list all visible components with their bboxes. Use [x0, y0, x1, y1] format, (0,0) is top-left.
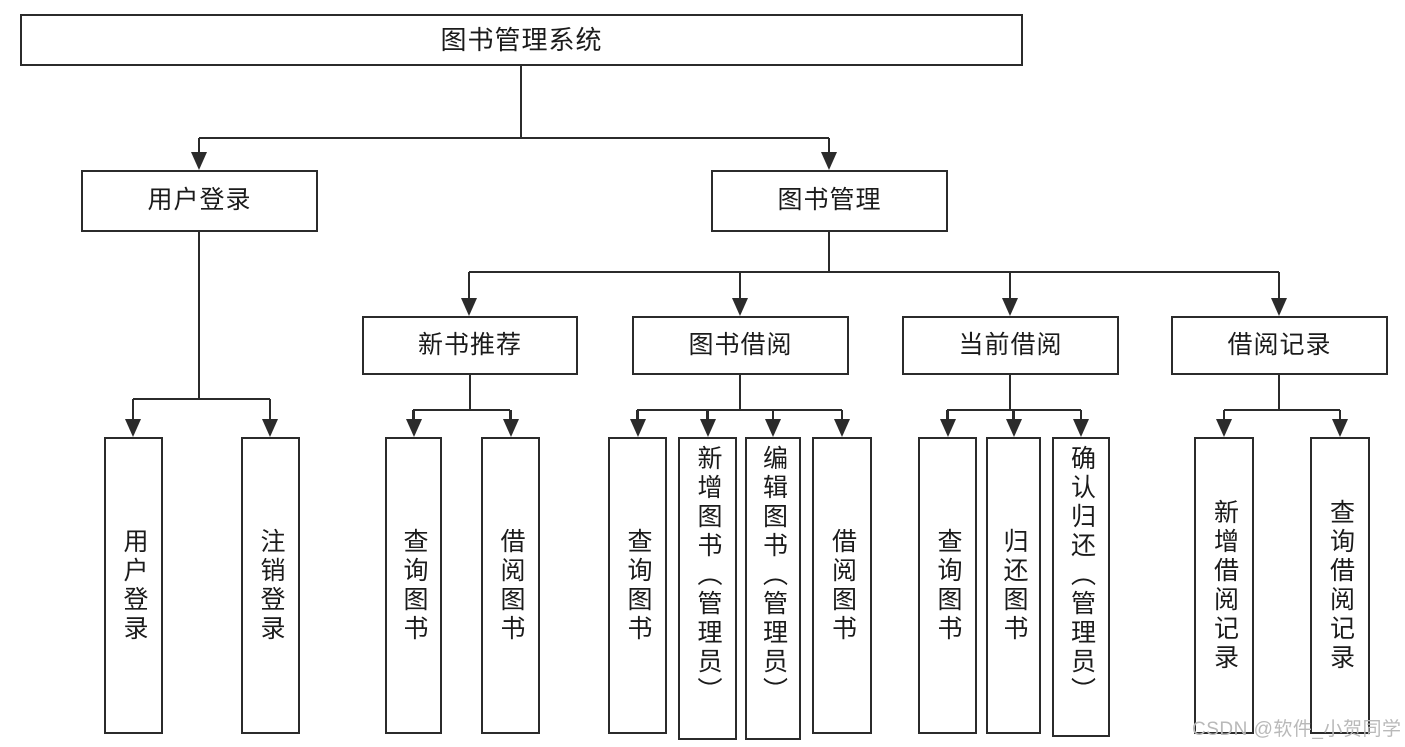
node-book-manage-label: 图书管理 [777, 186, 882, 215]
arrow-shaft [1008, 272, 1012, 298]
arrow-to-leaf [939, 419, 956, 437]
node-user-login[interactable]: 用户登录 [81, 170, 318, 232]
level3-bus-line [1224, 408, 1340, 412]
node-leaf-borrow-book-1[interactable]: 借阅图书 [481, 437, 540, 734]
level3-bus-line [637, 408, 842, 412]
arrow-to-leaf [1332, 419, 1348, 437]
node-leaf-query-book-1[interactable]: 查询图书 [385, 437, 442, 734]
arrow-to-leaf [405, 419, 422, 437]
arrow-to-level3 [1002, 298, 1018, 316]
root-drop-line [519, 66, 523, 138]
node-leaf-logout-label: 注销登录 [257, 527, 285, 644]
arrow-shaft [131, 399, 135, 419]
arrow-to-leaf [262, 419, 278, 437]
arrow-to-level3 [1271, 298, 1287, 316]
arrow-to-leaf [765, 419, 781, 437]
node-leaf-query-borrow-record-label: 查询借阅记录 [1326, 498, 1355, 673]
level3-drop-line [738, 375, 742, 410]
node-leaf-borrow-book-2[interactable]: 借阅图书 [812, 437, 872, 734]
node-root-label: 图书管理系统 [440, 24, 603, 55]
arrow-to-leaf [629, 419, 646, 437]
arrow-shaft [946, 410, 949, 419]
arrow-shaft [509, 410, 512, 419]
arrow-shaft [1222, 410, 1226, 419]
arrow-shaft [197, 138, 201, 152]
node-leaf-add-book-admin-label: 新增图书（管理员） [694, 445, 722, 706]
node-borrow-record[interactable]: 借阅记录 [1171, 316, 1388, 375]
node-current-borrow[interactable]: 当前借阅 [902, 316, 1119, 375]
level3-drop-line [1277, 375, 1281, 410]
arrow-to-leaf [834, 419, 850, 437]
arrow-shaft [1277, 272, 1281, 298]
node-leaf-add-borrow-record[interactable]: 新增借阅记录 [1194, 437, 1254, 734]
arrow-shaft [1338, 410, 1342, 419]
arrow-to-leaf [502, 419, 519, 437]
user-login-drop-line [197, 232, 201, 399]
node-user-login-label: 用户登录 [147, 186, 252, 215]
node-book-manage[interactable]: 图书管理 [711, 170, 948, 232]
node-leaf-query-book-3[interactable]: 查询图书 [918, 437, 977, 734]
node-leaf-query-book-2[interactable]: 查询图书 [608, 437, 667, 734]
arrow-to-level3 [732, 298, 748, 316]
node-new-book-rec[interactable]: 新书推荐 [362, 316, 578, 375]
node-leaf-add-book-admin[interactable]: 新增图书（管理员） [678, 437, 737, 740]
arrow-shaft [771, 410, 775, 419]
arrow-shaft [827, 138, 831, 152]
node-leaf-user-login-label: 用户登录 [120, 527, 148, 644]
node-leaf-return-book[interactable]: 归还图书 [986, 437, 1041, 734]
arrow-to-leaf [125, 419, 141, 437]
level3-drop-line [468, 375, 472, 410]
arrow-to-level3 [461, 298, 477, 316]
node-borrow-record-label: 借阅记录 [1227, 330, 1332, 359]
book-manage-bus-line [469, 270, 1279, 274]
node-leaf-query-book-2-label: 查询图书 [624, 527, 652, 644]
node-leaf-return-book-label: 归还图书 [1000, 527, 1028, 644]
node-leaf-logout[interactable]: 注销登录 [241, 437, 300, 734]
node-leaf-edit-book-admin-label: 编辑图书（管理员） [759, 445, 788, 706]
arrow-shaft [1012, 410, 1015, 419]
arrow-shaft [840, 410, 844, 419]
node-leaf-borrow-book-2-label: 借阅图书 [828, 527, 857, 644]
arrow-shaft [738, 272, 742, 298]
book-manage-drop-line [827, 232, 831, 272]
arrow-shaft [706, 410, 709, 419]
arrow-shaft [467, 272, 471, 298]
node-leaf-query-borrow-record[interactable]: 查询借阅记录 [1310, 437, 1370, 734]
root-bus-line [199, 136, 829, 140]
node-book-borrow[interactable]: 图书借阅 [632, 316, 849, 375]
node-leaf-confirm-return-admin-label: 确认归还（管理员） [1067, 445, 1096, 706]
arrow-to-leaf [1216, 419, 1232, 437]
node-leaf-borrow-book-1-label: 借阅图书 [497, 527, 525, 644]
level3-bus-line [413, 408, 510, 412]
node-leaf-user-login[interactable]: 用户登录 [104, 437, 163, 734]
node-leaf-edit-book-admin[interactable]: 编辑图书（管理员） [745, 437, 801, 740]
node-leaf-query-book-3-label: 查询图书 [934, 527, 962, 644]
node-leaf-confirm-return-admin[interactable]: 确认归还（管理员） [1052, 437, 1110, 737]
arrow-to-level2 [821, 152, 837, 170]
arrow-shaft [636, 410, 639, 419]
arrow-shaft [412, 410, 415, 419]
arrow-to-leaf [699, 419, 716, 437]
node-book-borrow-label: 图书借阅 [688, 330, 793, 359]
level3-drop-line [1008, 375, 1012, 410]
arrow-to-leaf [1073, 419, 1089, 437]
node-leaf-add-borrow-record-label: 新增借阅记录 [1210, 498, 1239, 673]
node-root[interactable]: 图书管理系统 [20, 14, 1023, 66]
node-leaf-query-book-1-label: 查询图书 [400, 527, 428, 644]
node-new-book-rec-label: 新书推荐 [417, 330, 522, 359]
arrow-to-leaf [1005, 419, 1022, 437]
user-login-bus-line [133, 397, 270, 401]
node-current-borrow-label: 当前借阅 [958, 330, 1063, 359]
arrow-to-level2 [191, 152, 207, 170]
arrow-shaft [1079, 410, 1083, 419]
arrow-shaft [268, 399, 272, 419]
